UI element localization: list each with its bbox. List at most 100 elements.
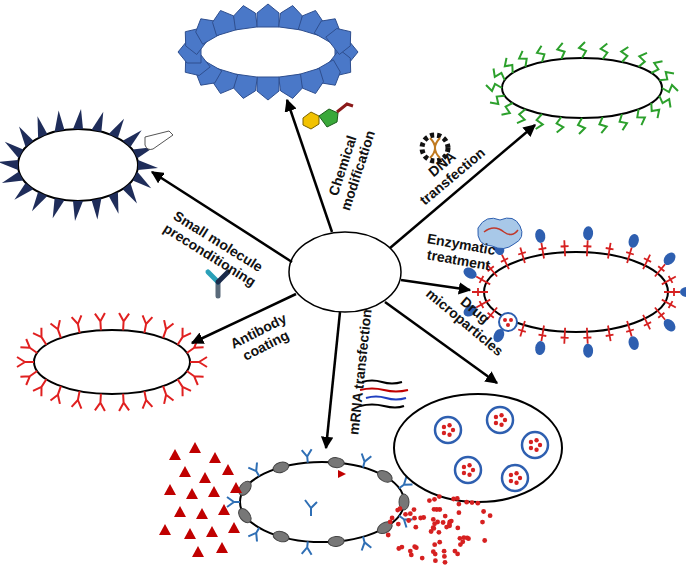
spike [138,160,158,170]
drug-dot [534,448,538,452]
zigzag-receptor [486,84,502,91]
drug-dot [509,479,513,483]
cell-membrane [18,129,138,201]
antibody [51,320,61,338]
spike [0,160,18,170]
secreted-factor [230,482,242,493]
secreted-factor [196,508,208,519]
released-drug [431,517,436,522]
expressed-receptor [302,449,312,462]
released-drug [437,530,442,535]
enzyme-oval [534,228,546,243]
arrow-label: mRNA transfection [345,302,376,443]
released-drug [398,506,403,511]
antibody [163,320,173,338]
drug-dot [518,476,522,480]
released-drug [396,522,401,527]
glycan-stalk [643,255,651,269]
glycan-stalk [472,288,488,296]
released-drug [442,549,447,554]
antibody [17,357,34,367]
released-drug [437,540,442,545]
zigzag-receptor [637,109,645,125]
drug-dot [534,438,538,442]
drug-dot [509,473,513,477]
zigzag-receptor [557,117,564,133]
released-drug [412,507,417,512]
drug-dot [467,463,471,467]
drug-dot [499,413,503,417]
expressed-receptor [248,528,259,542]
glycan-stalk [606,326,614,342]
enzyme-oval [661,250,678,267]
membrane-protein [236,506,254,525]
glycan-stalk [561,328,569,344]
cell-membrane [240,462,404,542]
mrna-strand [360,389,408,392]
antibody [33,379,46,396]
modification-chevron [234,6,258,30]
glycan-stalk [662,276,676,284]
released-drug [408,549,413,554]
expressed-receptor [248,463,259,477]
spike [73,201,83,221]
spike [2,172,23,183]
released-drug [443,514,448,519]
enzyme-oval [583,226,594,241]
glycan-stalk [539,243,547,259]
released-drug [475,501,480,506]
expressed-receptor [399,516,412,528]
antibody [119,394,129,411]
antibody [20,371,37,385]
arrow-group [152,100,535,448]
enzyme-oval [583,343,594,358]
glycan-stalk [643,315,651,329]
tube-icon [145,131,173,150]
spike [123,130,142,147]
released-drug [460,539,465,544]
released-drug [408,511,413,516]
secreted-factor [222,464,234,475]
modification-chevron [298,68,323,93]
zigzag-receptor [620,114,627,130]
mrna-strand [362,381,402,384]
released-drug [457,510,462,515]
zigzag-receptor [505,58,513,73]
glycan-stalk [561,240,569,256]
antibody-icon [208,272,228,296]
secreted-factor [174,506,186,517]
cell-group [0,4,686,565]
zigzag-receptor [536,114,543,129]
drug-dot [494,421,498,425]
zigzag-receptor [578,118,585,134]
microparticle [502,465,528,491]
released-drug [451,497,456,502]
released-drug [481,509,486,514]
microparticle [522,432,548,458]
spike [92,198,102,219]
drug-dot [538,443,542,447]
spike [73,109,83,129]
antibody [190,357,207,367]
released-drug [396,546,401,551]
secreted-factor [206,526,218,537]
antibody [51,386,61,404]
cell-membrane [484,252,668,332]
tube [145,131,173,150]
secreted-factor [179,466,191,477]
glycan-stalk [664,288,680,296]
membrane-protein [272,530,290,544]
antibody [187,371,204,385]
drug-dot [451,428,455,432]
spike [38,116,48,138]
loaded-cell [394,394,562,502]
spike [14,183,33,200]
released-drug [413,525,418,530]
zigzag-receptor [659,96,670,108]
glycan-stalk [655,264,665,276]
secreted-factor [216,542,228,553]
molecule [303,112,319,129]
drug-dot [529,446,533,450]
antibody [72,315,82,333]
zigzag-receptor [651,103,659,118]
